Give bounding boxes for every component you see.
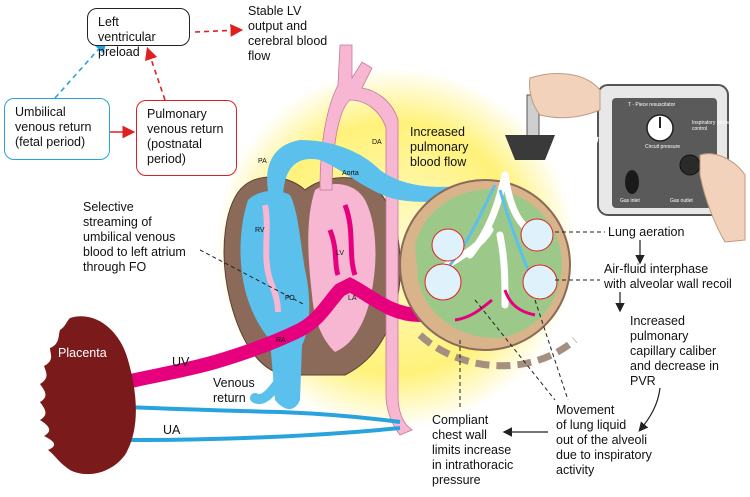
aorta (319, 44, 413, 436)
box-pulmonary-return: Pulmonary venous return (postnatal perio… (136, 100, 237, 176)
inspiratory-knob (679, 154, 701, 176)
label-da: DA (372, 139, 382, 146)
label-capillary: Increased pulmonary capillary caliber an… (630, 314, 719, 388)
label-ra: RA (276, 337, 286, 344)
device-gas-outlet: Gas outlet (670, 198, 693, 204)
label-movement: Movement of lung liquid out of the alveo… (556, 403, 652, 477)
label-rv: RV (255, 227, 265, 234)
label-lung-aeration: Lung aeration (608, 225, 685, 239)
arrow-pulmonary-to-preload (145, 46, 166, 101)
placenta (40, 316, 136, 475)
label-fo: FO (285, 295, 295, 302)
label-stable-lv: Stable LV output and cerebral blood flow (248, 4, 328, 63)
lung-pink-vessels (454, 289, 536, 322)
venous-return-vessel (250, 375, 285, 404)
label-lv: LV (336, 250, 344, 257)
label-placenta: Placenta (58, 346, 107, 360)
label-uv: UV (172, 355, 190, 369)
chest-wall-dashed (417, 332, 578, 370)
hand-left (529, 73, 601, 119)
box-lv-preload: Left ventricular preload (87, 8, 190, 59)
alveolus-2 (520, 218, 554, 252)
alveolus-1 (431, 228, 465, 262)
label-increased-flow: Increased pulmonary blood flow (410, 125, 469, 169)
label-aorta: Aorta (342, 170, 359, 177)
label-pa: PA (258, 158, 267, 165)
arrow-preload-to-lv-output (194, 24, 244, 37)
leader-capillary (534, 299, 569, 401)
rv-pink-streak (262, 204, 281, 313)
box-umbilical-return: Umbilical venous return (fetal period) (4, 98, 110, 160)
device-circuit-label: Circuit pressure (645, 144, 681, 150)
label-chest-wall: Compliant chest wall limits increase in … (432, 413, 514, 487)
label-air-fluid: Air-fluid interphase with alveolar wall … (604, 262, 732, 291)
device-insp-label: Inspiratory pressure control (692, 120, 737, 132)
label-ua: UA (163, 423, 181, 437)
hand-right (699, 153, 746, 243)
alveolus-3 (424, 263, 462, 301)
device-title: T - Piece resuscitator (628, 102, 676, 108)
label-venous-return: Venous return (213, 376, 255, 405)
mask (505, 135, 555, 160)
airway-tree (436, 171, 549, 309)
gas-inlet-port (625, 170, 639, 194)
pulmonary-artery (267, 140, 500, 205)
label-la: LA (348, 295, 357, 302)
lv-magenta-streak (327, 204, 358, 276)
alveolus-4 (522, 264, 558, 300)
arrow-capillary-to-movement (638, 387, 661, 432)
leader-movement (474, 299, 556, 401)
device-gas-inlet: Gas inlet (620, 198, 640, 204)
arrow-umbilical-to-preload (54, 39, 108, 99)
leader-selective (199, 249, 306, 306)
label-selective: Selective streaming of umbilical venous … (83, 200, 186, 274)
